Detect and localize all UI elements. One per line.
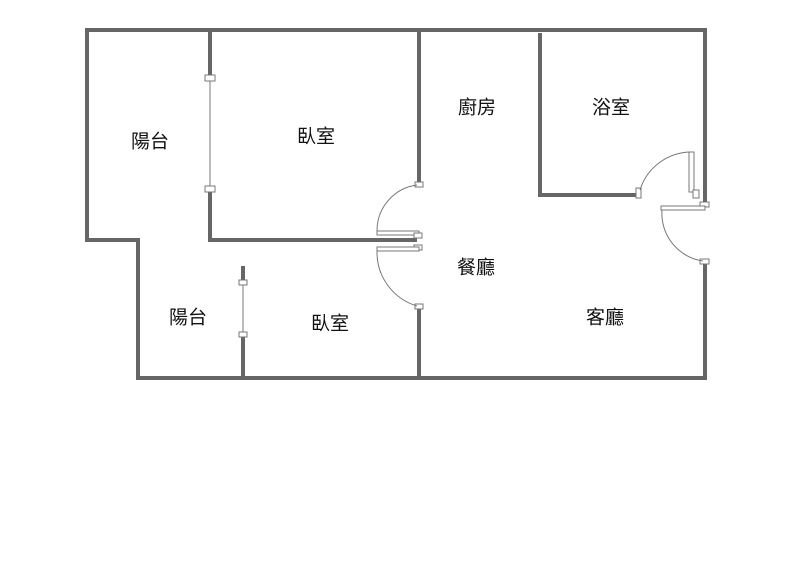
room-label-balcony-upper: 陽台 (130, 130, 170, 153)
windows (204, 74, 248, 338)
door-bedroom-upper (376, 181, 424, 239)
room-label-bathroom: 浴室 (591, 96, 631, 119)
door-bedroom-lower (376, 244, 424, 310)
room-label-bedroom-upper: 臥室 (296, 125, 336, 148)
room-label-balcony-lower: 陽台 (168, 306, 208, 329)
door-bathroom (635, 151, 700, 199)
door-entrance (660, 201, 710, 265)
room-label-living: 客廳 (585, 306, 625, 329)
room-label-bedroom-lower: 臥室 (310, 312, 350, 335)
walls (85, 28, 707, 380)
room-label-dining: 餐廳 (456, 256, 496, 279)
room-label-kitchen: 廚房 (457, 96, 497, 119)
